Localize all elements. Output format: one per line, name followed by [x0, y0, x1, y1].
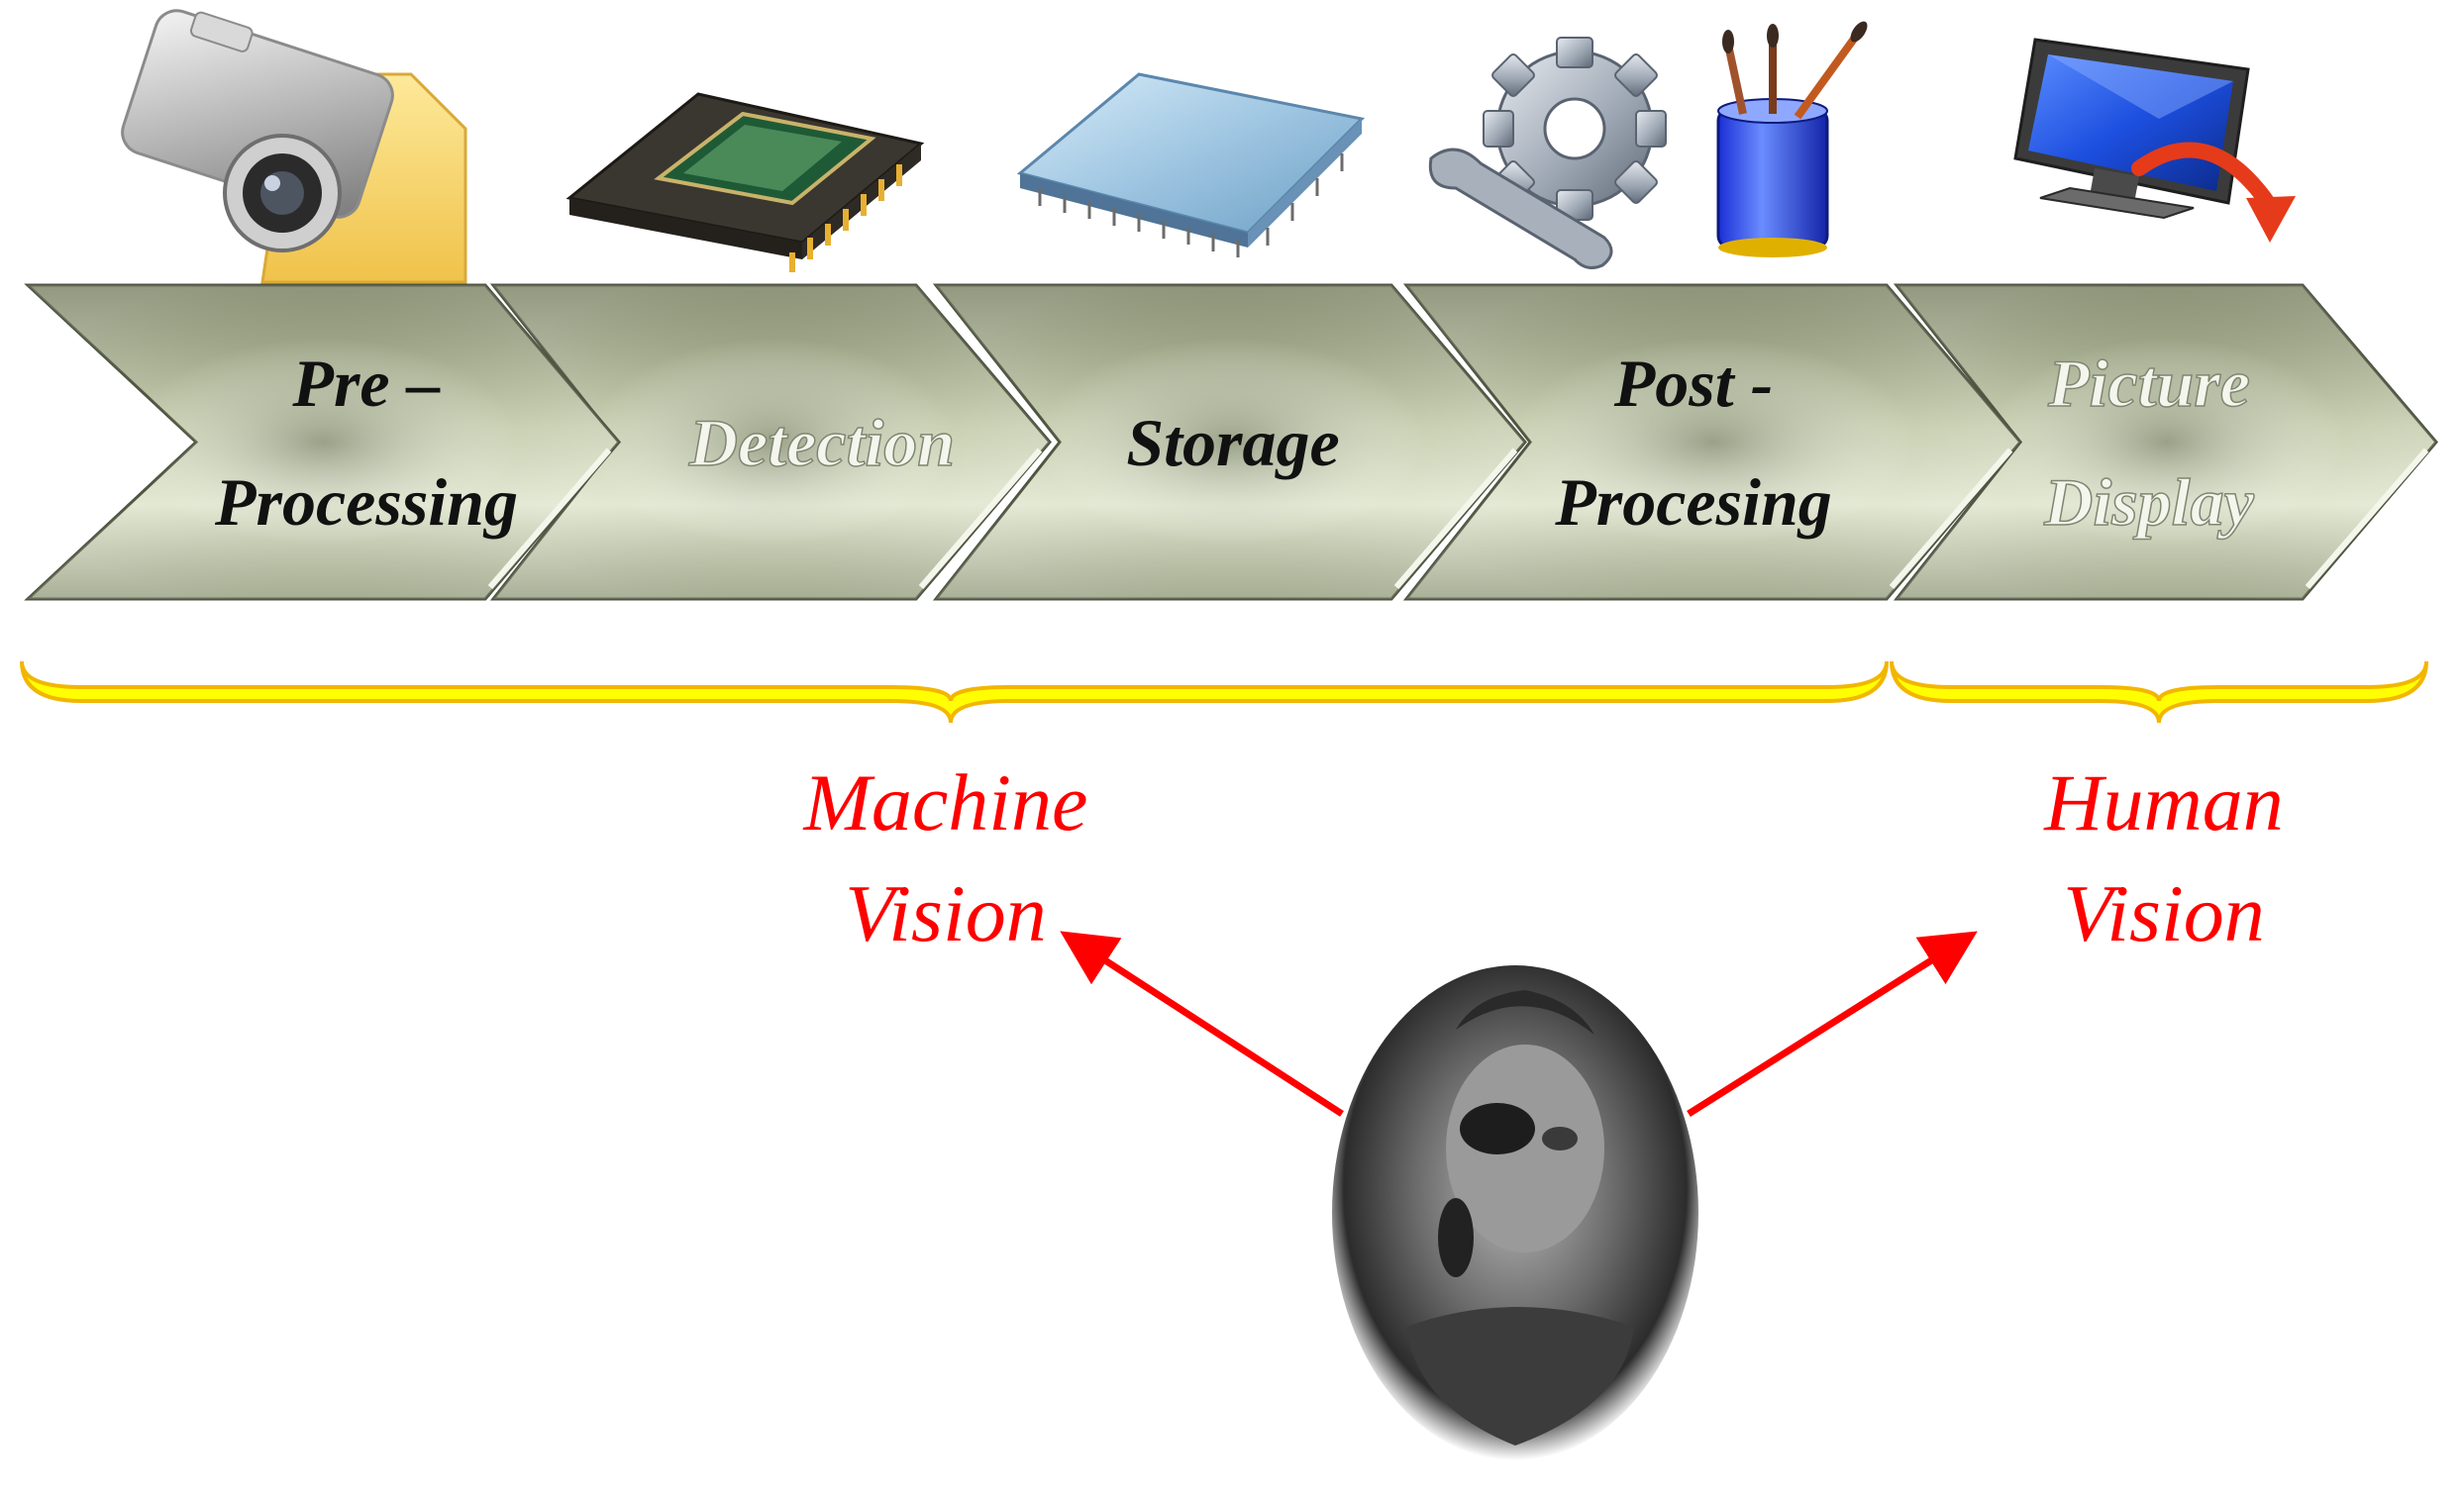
- chevron-picture-display-label-line2: Display: [2043, 464, 2254, 540]
- chevron-detection-label-line1: Detection: [688, 405, 955, 480]
- arrow-to-machine-vision: [1060, 931, 1344, 1117]
- chevron-pre-processing-highlight: [487, 448, 612, 589]
- chevron-picture-display-label-line1: Picture: [2047, 346, 2250, 421]
- machine-vision-line1: Machine: [803, 757, 1088, 848]
- human-vision-label: Human Vision: [2043, 757, 2283, 958]
- memory-chip-icon: [1016, 72, 1366, 257]
- chevron-pre-processing-label-line2: Processing: [214, 464, 518, 540]
- pipeline-chevrons: [24, 283, 2438, 601]
- chevron-storage-label-line1: Storage: [1126, 405, 1339, 480]
- chevron-post-processing-label-line1: Post -: [1613, 346, 1774, 421]
- human-vision-line1: Human: [2043, 757, 2283, 848]
- chevron-storage-highlight: [1393, 448, 1518, 589]
- chevron-pre-processing-sheen: [28, 285, 619, 599]
- cyborg-portrait: [1332, 965, 1698, 1460]
- camera-icon: [121, 9, 467, 284]
- chevron-detection-sheen: [493, 285, 1050, 599]
- chevron-post-processing-label-line2: Procesing: [1554, 464, 1832, 540]
- human-vision-line2: Vision: [2063, 868, 2264, 958]
- monitor-icon: [2013, 38, 2296, 243]
- machine-vision-line2: Vision: [845, 868, 1046, 958]
- chevron-picture-display-highlight: [2305, 448, 2429, 589]
- chevron-pre-processing-label-line1: Pre –: [291, 346, 440, 421]
- chevron-post-processing-sheen: [1406, 285, 2020, 599]
- chevron-picture-display-sheen: [1897, 285, 2436, 599]
- arrow-to-human-vision: [1687, 931, 1978, 1117]
- tools-paint-icon: [1428, 21, 1868, 269]
- chevron-detection-highlight: [918, 448, 1043, 589]
- human-vision-brace: [1890, 660, 2428, 724]
- chevron-storage-sheen: [936, 285, 1525, 599]
- machine-vision-label: Machine Vision: [803, 757, 1088, 958]
- vision-braces: [20, 660, 2428, 724]
- stage-labels: Pre – Processing Detection Storage Post - Pro…: [214, 345, 2255, 541]
- chevron-post-processing-highlight: [1889, 448, 2013, 589]
- sensor-chip-icon: [565, 92, 925, 272]
- machine-vision-brace: [20, 660, 1889, 724]
